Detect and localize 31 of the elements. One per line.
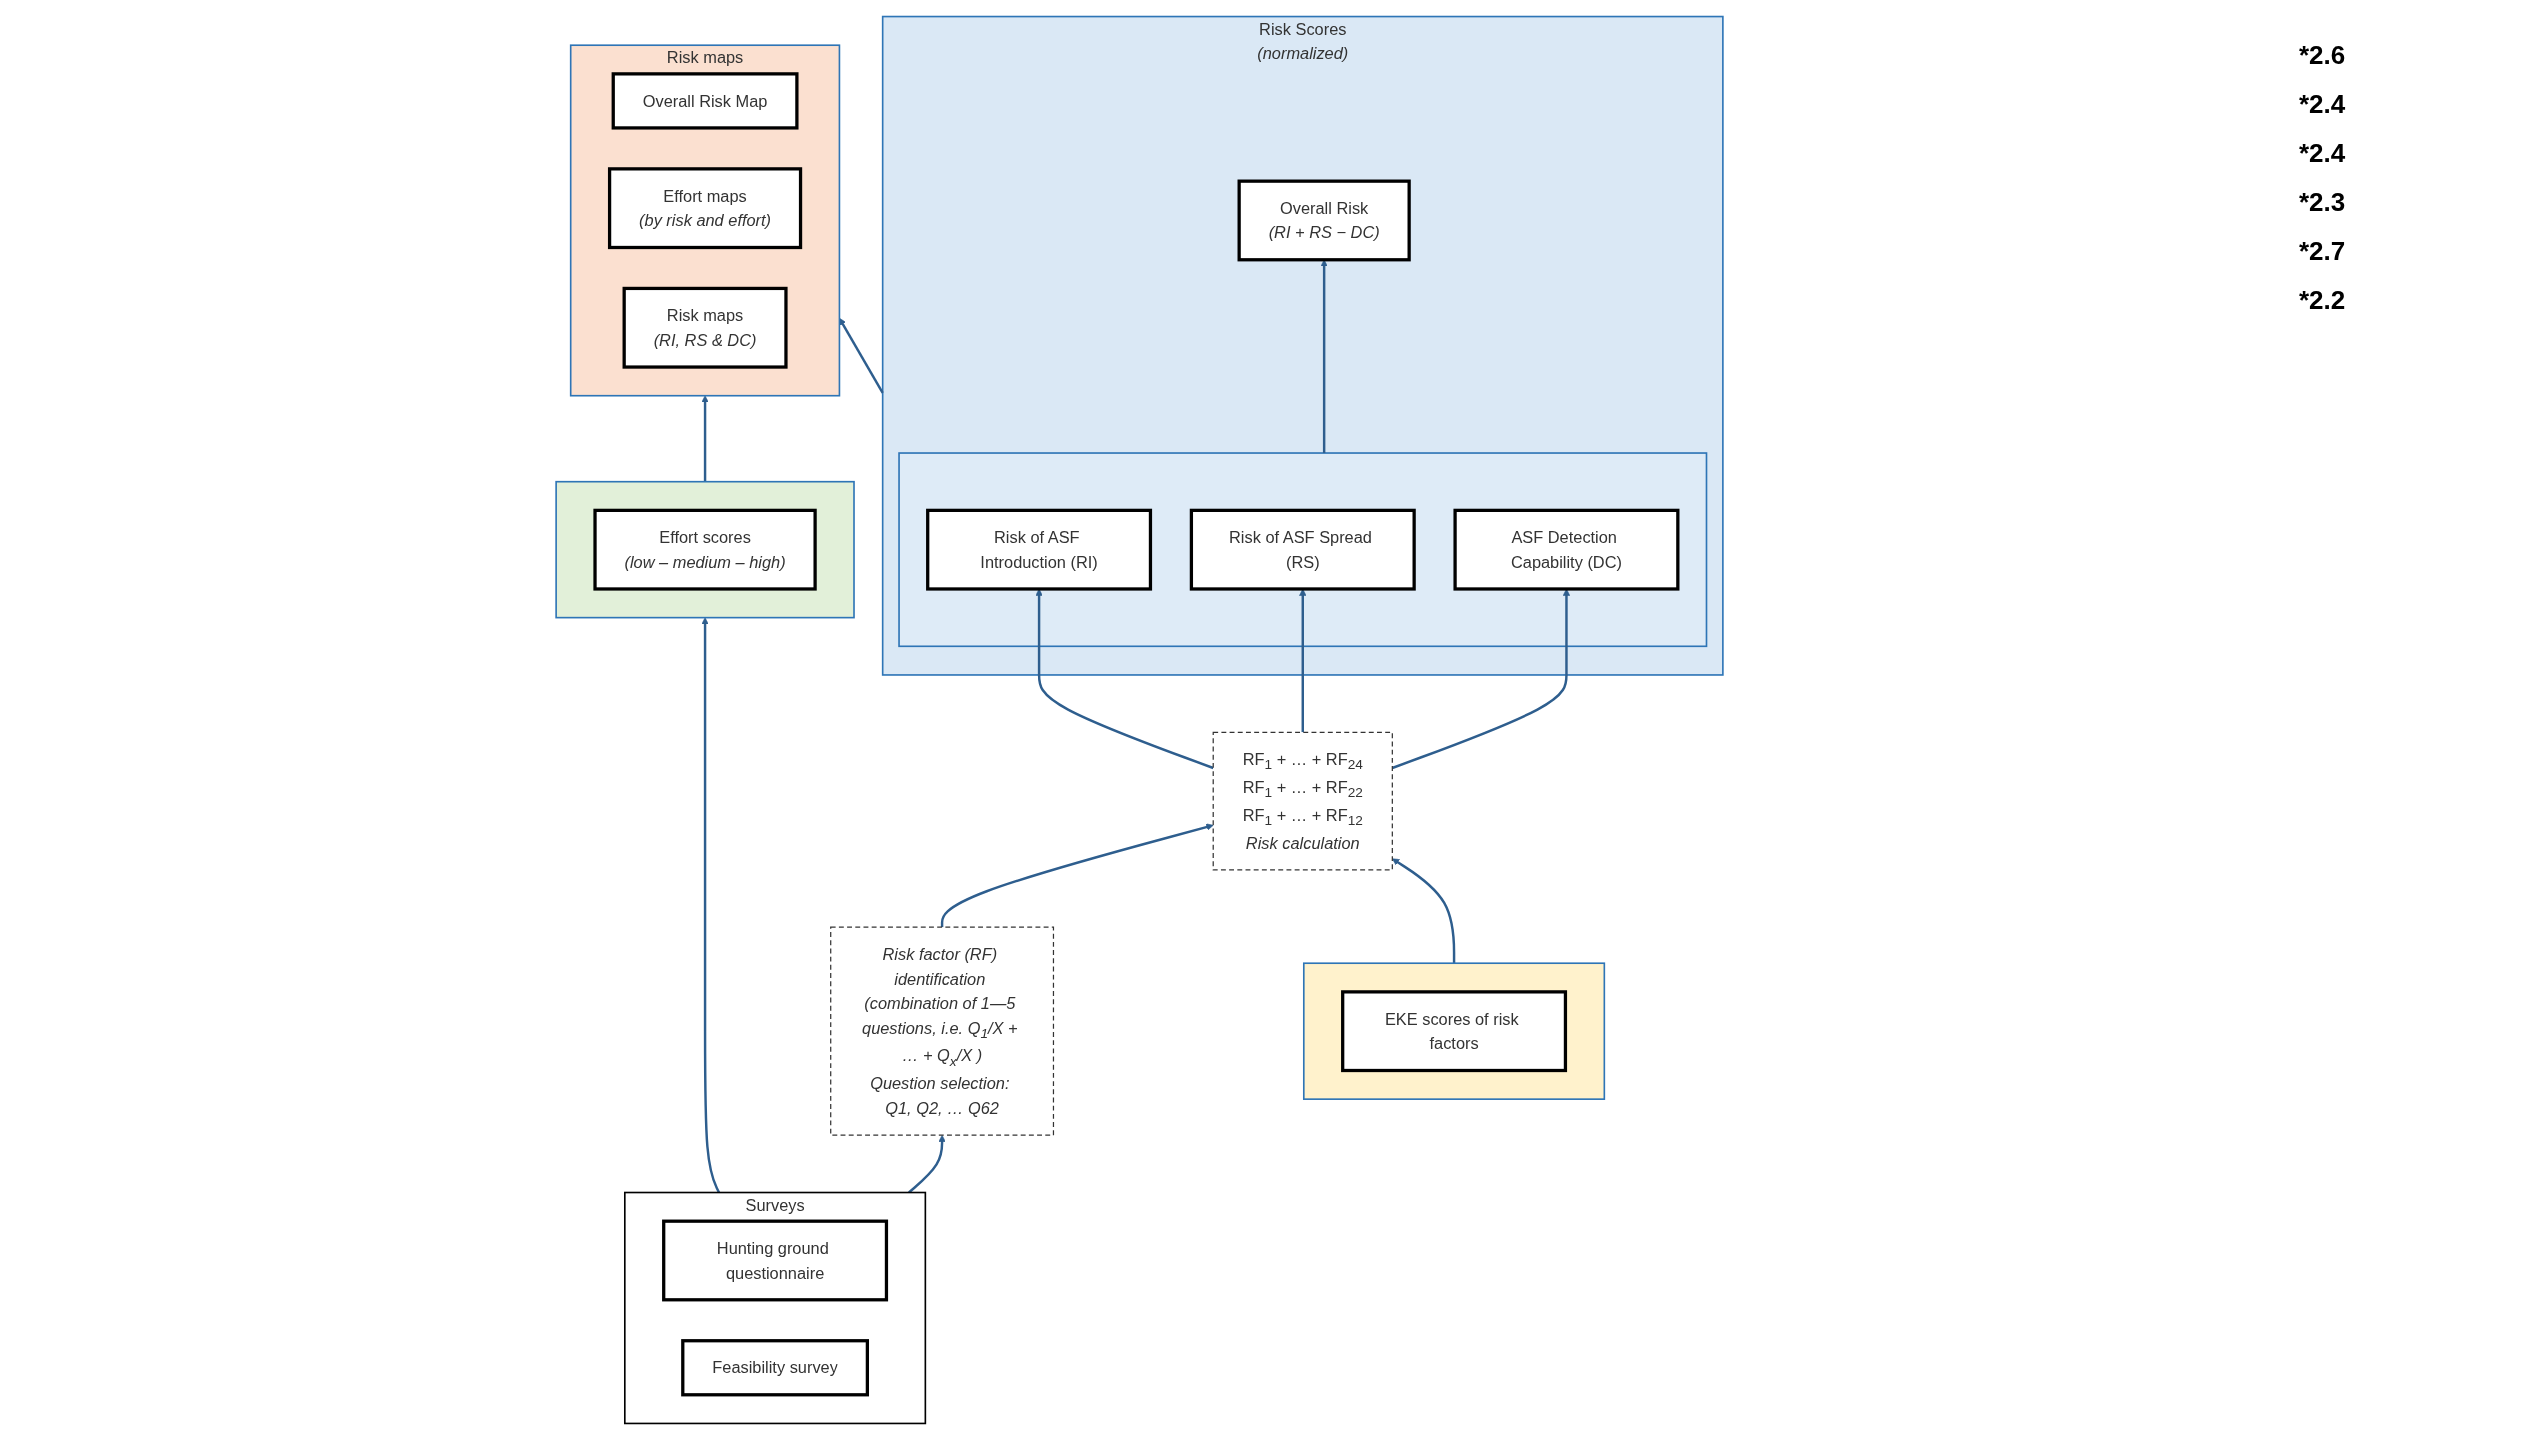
node-box: Feasibility survey: [681, 1339, 869, 1397]
node-box: Risk maps (RI, RS & DC): [622, 286, 788, 369]
node-box: Risk of ASF Spread (RS): [1189, 508, 1416, 591]
reference-label: *2.3: [2299, 187, 2347, 218]
arrow: [1392, 858, 1456, 964]
node-box: Overall Risk Map: [611, 72, 799, 130]
reference-label: *2.7: [2299, 236, 2347, 267]
cluster: [555, 480, 855, 619]
reference-label: *2.4: [2299, 138, 2347, 169]
reference-label: *2.6: [2299, 40, 2347, 71]
arrow: [940, 823, 1214, 928]
node-box: Risk factor (RF) identification (combination of 1—5 questions, i.e. Q$_{1}$/X + … + Q$_{x}$/X ) Question selection: Q1, Q2, … Q62: [830, 926, 1055, 1136]
node-box: Overall Risk (RI + RS − DC): [1237, 179, 1411, 262]
node-box: Effort maps (by risk and effort): [607, 167, 803, 250]
arrow: [701, 395, 709, 482]
cluster: [1302, 962, 1606, 1100]
node-box: RF$_{1}$ + … + RF$_{24}$ RF$_{1}$ + … + RF$_{22}$ RF$_{1}$ + … + RF$_{12}$ Risk calculation: [1212, 731, 1393, 871]
arrow: [1320, 259, 1328, 454]
arrow: [1035, 588, 1214, 770]
reference-label: *2.4: [2299, 89, 2347, 120]
arrow: [1299, 588, 1307, 733]
arrow: [701, 617, 721, 1194]
arrow: [839, 317, 884, 394]
reference-label: *2.2: [2299, 285, 2347, 316]
arrow: [908, 1134, 946, 1194]
cluster: [898, 452, 1708, 648]
node-box: ASF Detection Capability (DC): [1453, 508, 1680, 591]
node-box: EKE scores of risk factors: [1341, 990, 1568, 1073]
node-box: Hunting ground questionnaire: [662, 1219, 889, 1302]
node-box: Effort scores (low – medium – high): [593, 508, 817, 591]
node-box: Risk of ASF Introduction (RI): [926, 508, 1153, 591]
